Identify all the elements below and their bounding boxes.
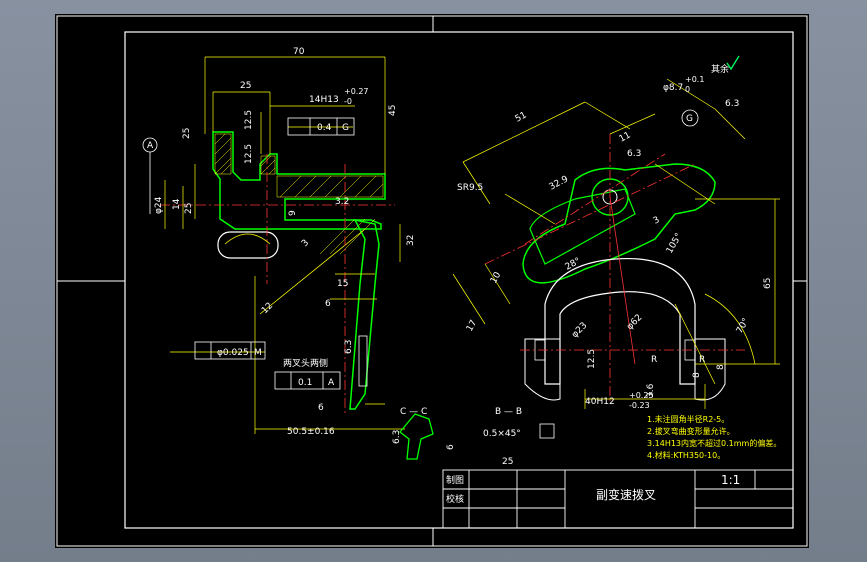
dim-3: 3 [300, 238, 311, 249]
position-frame [194, 341, 266, 360]
dim-slot-tol-lower: -0 [344, 97, 352, 106]
dim-25-b: 25 [502, 457, 513, 467]
dim-slot-tol: 14H13 [309, 95, 339, 105]
dim-hub-offset: 25 [184, 203, 194, 214]
dim-width-tol-upper: +0.25 [629, 391, 654, 400]
datum-g-label: G [686, 114, 693, 124]
dim-r-left: 12 [260, 301, 275, 316]
dim-45: 45 [388, 105, 398, 116]
dim-hole-dia: φ8.7 [663, 83, 683, 93]
dim-r-a: R [651, 355, 657, 365]
datum-a-label: A [147, 141, 154, 151]
dim-height-32: 32 [406, 235, 416, 246]
dim-hole-tol-upper: +0.1 [685, 75, 704, 84]
hatching [214, 133, 384, 255]
roughness-check-mark [726, 55, 740, 71]
dim-roughness-b: 6.3 [627, 149, 641, 159]
right-dimension-lines [452, 78, 780, 409]
dim-slot-width-side: 25 [182, 128, 192, 139]
dim-overall-length: 50.5±0.16 [287, 427, 335, 437]
dim-17: 17 [465, 319, 479, 334]
dim-8-a: 8 [716, 364, 726, 370]
gdt-position-tol: φ0.025 [217, 348, 249, 358]
hatch-region [214, 133, 384, 198]
fork-body-outline [522, 163, 716, 284]
dim-28: 28° [564, 256, 583, 272]
hub-slot [217, 231, 279, 259]
dim-roughness-hole: 6.3 [725, 99, 739, 109]
fork-section-outline [212, 131, 386, 230]
dim-8-b: 8 [692, 372, 702, 378]
title-part-name: 副变速拨叉 [596, 487, 656, 502]
datum-g-circle [681, 109, 699, 127]
dim-11: 11 [618, 130, 633, 144]
title-scale: 1:1 [721, 473, 740, 487]
note-1: 1.未注圆角半径R2-5。 [647, 414, 729, 424]
dim-6-3: 6.3 [344, 340, 354, 354]
note-4: 4.材料:KTH350-10。 [647, 450, 725, 460]
title-block [442, 469, 794, 529]
dim-width-tol-lower: -0.23 [629, 401, 650, 410]
dim-pin-dist: 3.2 [335, 197, 349, 207]
dim-3-right: 3 [652, 215, 662, 227]
dim-12-5: 12.5 [587, 349, 597, 369]
dim-roughness-125-b: 12.5 [244, 144, 254, 164]
gdt-flatness-tol: 0.4 [317, 123, 332, 133]
dim-15: 15 [337, 279, 348, 289]
roughness-rest-label: 其余 [711, 63, 729, 75]
dim-105: 105° [665, 232, 685, 256]
dim-hole-tol-lower: 0 [685, 85, 690, 94]
note-3: 3.14H13内宽不超过0.1mm的偏差。 [647, 438, 781, 448]
dim-6-3-c: 6.3 [392, 430, 402, 444]
dim-length-51: 51 [514, 110, 529, 124]
fork-arm [349, 218, 380, 410]
dim-6-left: 6 [325, 299, 331, 309]
left-dimension-lines [164, 56, 405, 434]
dim-hub-width: 14 [172, 198, 182, 210]
arm-edge [259, 228, 366, 315]
gdt-position-mod: M [254, 348, 262, 358]
dim-3-6: 3.6 [646, 383, 656, 398]
drawing-sheet: 70 25 14H13 +0.27 -0 12.5 12.5 0.4 G A φ… [55, 14, 809, 548]
dim-6-bottom: 6 [446, 444, 456, 450]
title-checked-label: 校核 [446, 493, 464, 505]
dim-bore-dia: φ24 [154, 196, 164, 214]
perpendicularity-frame [274, 371, 341, 390]
gdt-flatness-datum: G [342, 123, 349, 133]
dim-6-range: 6 [318, 403, 324, 413]
dim-9: 9 [288, 210, 298, 216]
dim-r-b: R [699, 355, 705, 365]
dim-r-outer: φ62 [625, 313, 644, 332]
title-drawn-label: 制图 [446, 474, 464, 486]
fork-prongs [544, 257, 696, 385]
gdt-perp-tol: 0.1 [298, 378, 312, 388]
dim-65: 65 [763, 278, 773, 289]
gdt-perp-datum: A [328, 378, 335, 388]
perp-note: 两叉头两侧 [283, 357, 328, 369]
section-c-c [399, 413, 434, 460]
chamfer-label: 0.5×45° [483, 429, 521, 439]
dim-slot-tol-upper: +0.27 [344, 87, 369, 96]
section-c-label: C — C [400, 407, 427, 417]
note-2: 2.拔叉弯曲变形量允许。 [647, 426, 735, 436]
dim-32-9: 32.9 [548, 174, 571, 192]
drawing-canvas [56, 15, 808, 547]
dim-slot-width: 25 [240, 81, 251, 91]
left-view [142, 56, 555, 460]
dim-70: 70° [735, 317, 752, 336]
dim-roughness-125: 12.5 [244, 110, 254, 130]
dim-10: 10 [489, 270, 504, 285]
right-view [452, 55, 780, 409]
dim-overall-width: 70 [293, 47, 305, 57]
section-b-label: B — B [495, 407, 522, 417]
dim-width-tol: 40H12 [585, 397, 615, 407]
dim-r-inner: φ23 [570, 321, 589, 340]
dim-sphere: SR9.5 [457, 183, 483, 193]
annotation-layer: 70 25 14H13 +0.27 -0 12.5 12.5 0.4 G A φ… [147, 47, 781, 505]
flatness-frame [287, 117, 355, 136]
